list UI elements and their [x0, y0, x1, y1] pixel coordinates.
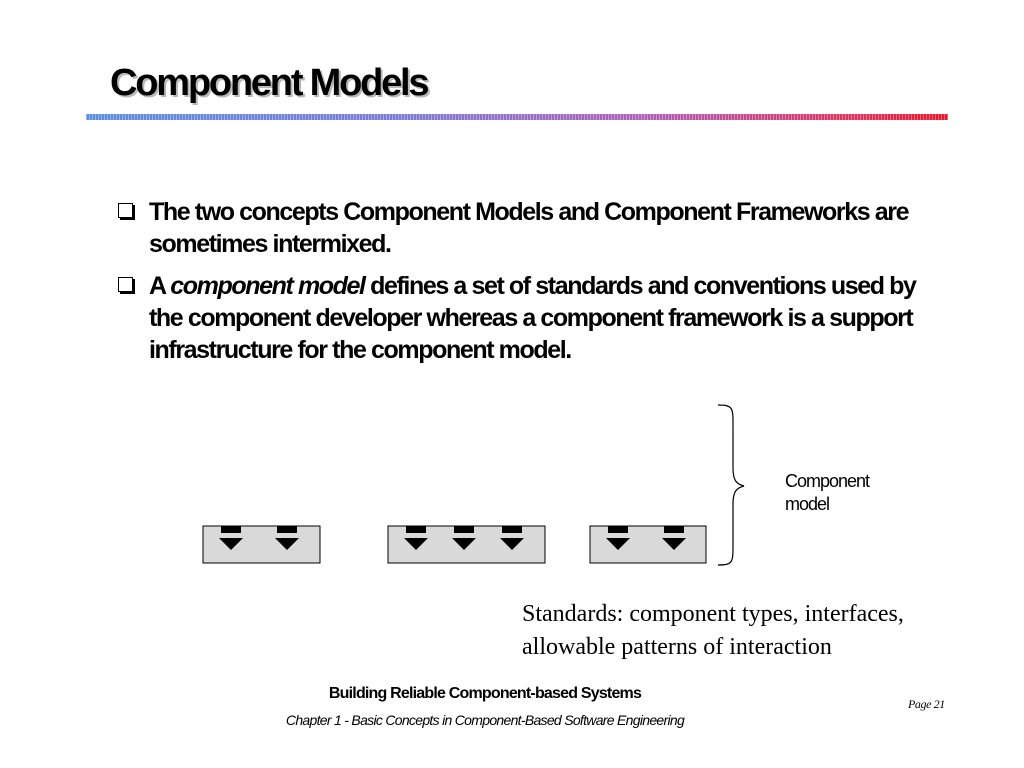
port-arrow-down-icon	[452, 538, 476, 550]
curly-brace-icon	[717, 404, 745, 566]
port-bar-icon	[608, 526, 628, 533]
standards-line-1: Standards: component types, interfaces,	[522, 601, 904, 627]
bullet-item-1: The two concepts Component Models and Co…	[118, 196, 918, 260]
port-bar-icon	[502, 526, 522, 533]
footer-book-title: Building Reliable Component-based System…	[328, 685, 642, 702]
checkbox-bullet-icon	[118, 203, 133, 218]
bullet-text-1: The two concepts Component Models and Co…	[149, 198, 910, 258]
title-underline-rule	[86, 114, 948, 120]
port-bar-icon	[454, 526, 474, 533]
bullet-item-2: A component model defines a set of stand…	[118, 270, 918, 366]
component-box	[202, 525, 321, 564]
port-bar-icon	[277, 526, 297, 533]
page-number: Page 21	[908, 697, 945, 711]
checkbox-bullet-icon	[118, 277, 133, 292]
port-arrow-down-icon	[404, 538, 428, 550]
port-arrow-down-icon	[219, 538, 243, 550]
port-arrow-down-icon	[500, 538, 524, 550]
component-boxes	[202, 525, 707, 564]
port-arrow-down-icon	[606, 538, 630, 550]
bullet-prefix: A	[149, 272, 171, 300]
slide-title: Component Models	[110, 62, 430, 104]
port-bar-icon	[406, 526, 426, 533]
standards-line-2: allowable patterns of interaction	[522, 634, 832, 660]
component-box	[589, 525, 707, 564]
port-arrow-down-icon	[275, 538, 299, 550]
standards-caption: Standards: component types, interfaces, …	[522, 598, 904, 664]
bullet-emphasis: component model	[170, 272, 366, 300]
port-arrow-down-icon	[662, 538, 686, 550]
port-bar-icon	[221, 526, 241, 533]
brace-label-text: Component model	[785, 471, 870, 514]
bullet-suffix: defines a set of standards and conventio…	[149, 272, 917, 364]
bullet-text-2: A component model defines a set of stand…	[149, 270, 918, 366]
component-model-label: Component model	[785, 470, 903, 516]
port-bar-icon	[664, 526, 684, 533]
footer-chapter: Chapter 1 - Basic Concepts in Component-…	[285, 712, 685, 728]
